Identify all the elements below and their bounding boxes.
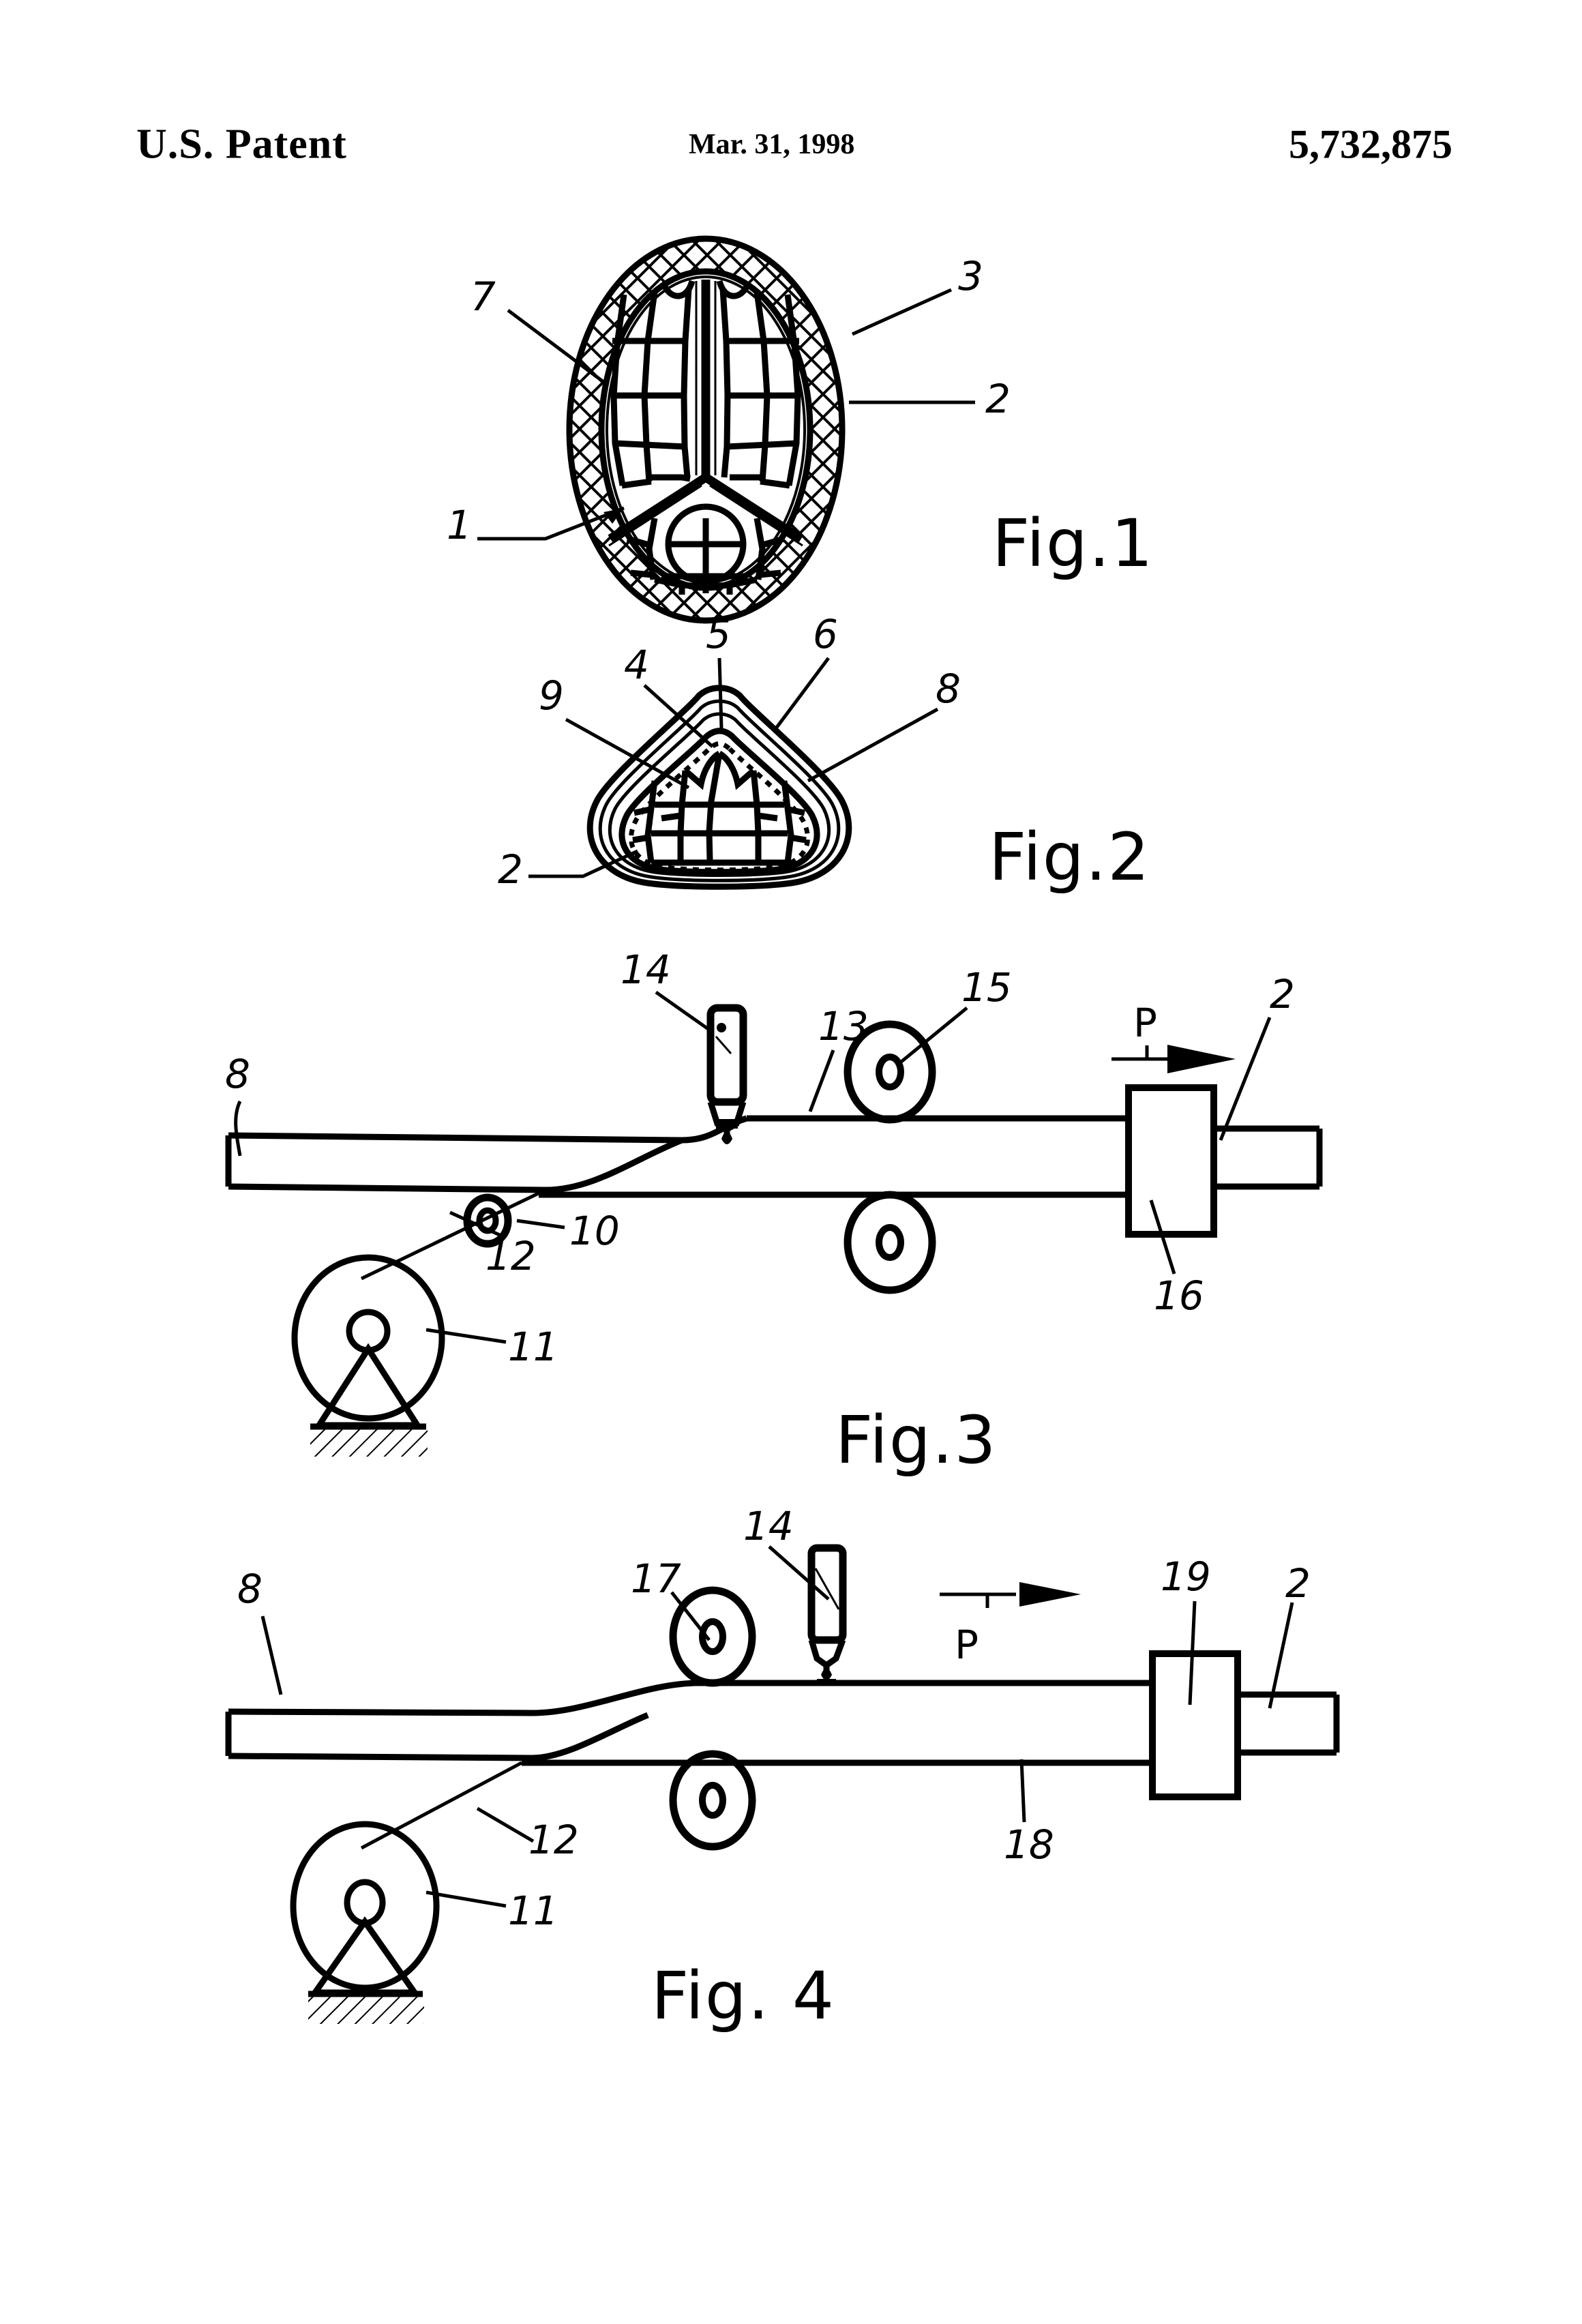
tape-8-fig3 bbox=[225, 1115, 748, 1193]
fig2-callout-5: 5 bbox=[706, 611, 731, 657]
fig3-callout-11: 11 bbox=[508, 1324, 558, 1370]
fig2-callout-6: 6 bbox=[813, 611, 838, 657]
direction-arrow-p-fig4 bbox=[940, 1582, 1081, 1608]
fig4-callout-8: 8 bbox=[237, 1566, 263, 1612]
fig4-callout-19: 19 bbox=[1161, 1553, 1211, 1600]
fig1-arrowhead bbox=[603, 508, 624, 524]
strand-13 bbox=[539, 1115, 1129, 1198]
cell-structure-sector-left bbox=[610, 288, 692, 489]
fig2-cell-structure bbox=[632, 751, 807, 866]
fig4-leader-lines bbox=[260, 1545, 1294, 1908]
page-header: U.S. Patent Mar. 31, 1998 5,732,875 bbox=[0, 0, 1582, 205]
fig1-leader-lines bbox=[477, 288, 975, 541]
fig3-callout-10: 10 bbox=[569, 1208, 620, 1254]
fig3-callout-8: 8 bbox=[225, 1051, 250, 1097]
fig4-callout-17: 17 bbox=[631, 1555, 681, 1602]
die-16 bbox=[1125, 1084, 1217, 1238]
strand-18 bbox=[522, 1680, 1152, 1766]
fig1-callout-2: 2 bbox=[985, 376, 1011, 422]
fig3-callout-13: 13 bbox=[818, 1003, 869, 1049]
fig2-callout-9: 9 bbox=[539, 672, 564, 719]
fig1-caption: Fig.1 bbox=[992, 505, 1154, 582]
fig4-callout-14: 14 bbox=[743, 1503, 794, 1549]
fig4-callout-18: 18 bbox=[1004, 1821, 1054, 1868]
fig3-callout-P: P bbox=[1133, 1000, 1157, 1046]
figure-4: 8 17 14 P 19 2 12 18 11 Fig. 4 bbox=[225, 1503, 1340, 2034]
sector-partitions bbox=[608, 280, 804, 547]
patent-date: Mar. 31, 1998 bbox=[689, 129, 855, 160]
fig3-callout-12: 12 bbox=[486, 1233, 536, 1279]
tape-8-fig4 bbox=[225, 1680, 696, 1761]
fig2-callout-2: 2 bbox=[498, 846, 523, 893]
cell-structure-sector-right bbox=[719, 288, 801, 489]
fig4-callout-11: 11 bbox=[508, 1888, 558, 1934]
figure-1: 7 3 2 1 Fig.1 bbox=[447, 235, 1154, 624]
fig4-caption: Fig. 4 bbox=[651, 1958, 835, 2034]
nozzle-14-fig4 bbox=[807, 1544, 847, 1686]
cell-structure-sector-bottom bbox=[626, 503, 786, 595]
supply-reel-11-fig3 bbox=[291, 1254, 445, 1457]
fig3-callout-14: 14 bbox=[621, 947, 671, 993]
die-19 bbox=[1149, 1650, 1241, 1800]
fig3-callout-15: 15 bbox=[961, 964, 1012, 1011]
figure-2: 9 4 5 6 8 2 Fig.2 bbox=[498, 611, 1150, 895]
fig3-caption: Fig.3 bbox=[835, 1402, 997, 1478]
patent-office-label: U.S. Patent bbox=[136, 121, 347, 168]
fig3-callout-16: 16 bbox=[1154, 1272, 1204, 1319]
product-2-fig3 bbox=[1214, 1125, 1323, 1190]
fig1-callout-7: 7 bbox=[471, 273, 496, 320]
figure-3: 8 14 13 15 P 2 10 12 11 16 Fig.3 bbox=[225, 947, 1323, 1478]
fig4-callout-12: 12 bbox=[528, 1817, 579, 1863]
direction-arrow-p-fig3 bbox=[1111, 1045, 1236, 1073]
fig4-callout-P: P bbox=[955, 1622, 979, 1668]
fig1-callout-1: 1 bbox=[447, 502, 472, 548]
fig2-callout-8: 8 bbox=[936, 666, 961, 712]
fig3-leader-lines bbox=[234, 990, 1272, 1344]
fig2-callout-4: 4 bbox=[624, 642, 649, 688]
fig2-caption: Fig.2 bbox=[989, 819, 1150, 895]
pressing-rollers-15 bbox=[844, 1020, 936, 1294]
nozzle-14-fig3 bbox=[706, 1004, 747, 1144]
thread-12-fig4 bbox=[360, 1761, 523, 1850]
supply-reel-11-fig4 bbox=[290, 1821, 440, 2024]
patent-number: 5,732,875 bbox=[1289, 121, 1452, 167]
sector-sheath-layers bbox=[586, 685, 852, 890]
fig3-callout-2: 2 bbox=[1270, 971, 1295, 1017]
fig1-callout-3: 3 bbox=[958, 253, 983, 299]
product-2-fig4 bbox=[1238, 1691, 1340, 1756]
fig2-leader-lines bbox=[528, 657, 939, 878]
pressing-rollers-17 bbox=[669, 1586, 756, 1851]
fig4-callout-2: 2 bbox=[1285, 1560, 1311, 1607]
